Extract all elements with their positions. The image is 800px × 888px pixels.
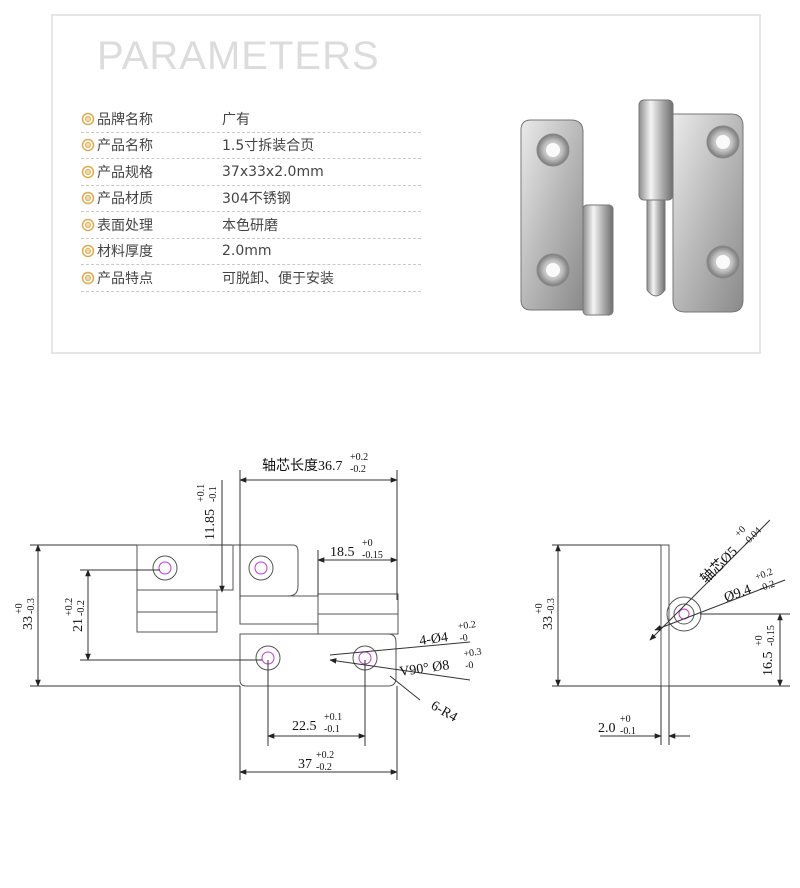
dim-33-front: 33: [21, 616, 36, 630]
target-bullet-icon: [81, 165, 95, 179]
dim-16-5: 16.5: [761, 652, 776, 677]
side-view: [660, 544, 702, 687]
dim-shaft-dia: 轴芯Ø5: [698, 544, 741, 587]
param-label: 品牌名称: [97, 111, 153, 128]
parameters-title: PARAMETERS: [97, 34, 380, 78]
dim-33-side: 33: [541, 616, 556, 630]
dim-hole-dia-tol-up: +0.2: [457, 619, 476, 632]
dim-37-tol-up: +0.2: [316, 750, 334, 761]
dim-2-0: 2.0: [598, 721, 616, 736]
dim-33-side-tol-up: +0: [534, 603, 545, 614]
dim-18-5-tol-up: +0: [362, 538, 373, 549]
parameters-table: 品牌名称 广有 产品名称 1.5寸拆装合页 产品规格 37x33x2.0mm 产…: [81, 106, 421, 292]
dim-2-0-tol-up: +0: [620, 714, 631, 725]
side-dimensions: [552, 519, 790, 745]
target-bullet-icon: [81, 112, 95, 126]
param-label: 产品特点: [97, 270, 153, 287]
param-row: 产品材质 304不锈钢: [81, 186, 421, 212]
dim-hole-dia: 4-Ø4: [418, 630, 449, 649]
param-label: 材料厚度: [97, 244, 153, 261]
dim-shaft-length: 轴芯长度36.7: [262, 458, 343, 474]
technical-drawing: 轴芯长度36.7 +0.2 -0.2 11.85 +0.1 -0.1 18.5 …: [14, 452, 790, 780]
dim-16-5-tol-up: +0: [754, 635, 765, 646]
dim-37-tol-dn: -0.2: [316, 762, 332, 773]
front-dimensions: [30, 470, 471, 780]
dim-knuckle-dia-tol-dn: -0.2: [758, 579, 777, 595]
param-row: 表面处理 本色研磨: [81, 212, 421, 239]
param-value: 可脱卸、便于安装: [222, 270, 334, 287]
front-view: [136, 544, 399, 687]
dim-knuckle-dia: Ø9.4: [722, 582, 753, 606]
dim-shaft-length-tol-dn: -0.2: [350, 464, 366, 475]
dim-countersink-tol-dn: -0: [465, 660, 475, 672]
dim-18-5-tol-dn: -0.15: [362, 550, 383, 561]
dim-33-front-tol-up: +0: [14, 603, 25, 614]
param-row: 产品名称 1.5寸拆装合页: [81, 133, 421, 159]
dim-11-85-tol-up: +0.1: [196, 484, 207, 502]
dim-countersink: V90° Ø8: [398, 658, 450, 680]
dim-21-tol-dn: -0.2: [76, 600, 87, 616]
dim-22-5-tol-up: +0.1: [324, 712, 342, 723]
target-bullet-icon: [81, 271, 95, 285]
dim-11-85: 11.85: [203, 509, 218, 540]
param-value: 1.5寸拆装合页: [222, 138, 315, 155]
target-bullet-icon: [81, 191, 95, 205]
dim-22-5: 22.5: [292, 719, 317, 734]
dim-37: 37: [298, 757, 312, 772]
dim-33-front-tol-dn: -0.3: [26, 598, 37, 614]
dim-33-side-tol-dn: -0.3: [546, 598, 557, 614]
dim-radius: 6-R4: [428, 698, 460, 725]
target-bullet-icon: [81, 138, 95, 152]
param-row: 产品特点 可脱卸、便于安装: [81, 265, 421, 292]
dim-countersink-tol-up: +0.3: [463, 646, 482, 659]
dim-11-85-tol-dn: -0.1: [208, 486, 219, 502]
param-row: 产品规格 37x33x2.0mm: [81, 159, 421, 186]
param-label: 产品规格: [97, 164, 153, 181]
target-bullet-icon: [81, 244, 95, 258]
dim-hole-dia-tol-dn: -0: [459, 632, 469, 644]
param-label: 产品材质: [97, 191, 153, 208]
param-value: 2.0mm: [222, 243, 272, 260]
param-value: 304不锈钢: [222, 191, 291, 208]
param-value: 广有: [222, 111, 250, 128]
dim-21: 21: [71, 618, 86, 632]
param-value: 本色研磨: [222, 217, 278, 234]
hinge-product-photo: [520, 99, 744, 316]
param-row: 品牌名称 广有: [81, 106, 421, 133]
dim-21-tol-up: +0.2: [64, 598, 75, 616]
param-label: 表面处理: [97, 217, 153, 234]
param-label: 产品名称: [97, 138, 153, 155]
param-row: 材料厚度 2.0mm: [81, 239, 421, 265]
dim-shaft-length-tol-up: +0.2: [350, 452, 368, 463]
dim-18-5: 18.5: [330, 545, 355, 560]
dim-16-5-tol-dn: -0.15: [766, 625, 777, 646]
param-value: 37x33x2.0mm: [222, 163, 324, 180]
dim-22-5-tol-dn: -0.1: [324, 724, 340, 735]
dim-2-0-tol-dn: -0.1: [620, 726, 636, 737]
target-bullet-icon: [81, 218, 95, 232]
parameters-panel: PARAMETERS 品牌名称 广有 产品名称 1.5寸拆装合页 产品规格 37…: [51, 14, 761, 354]
